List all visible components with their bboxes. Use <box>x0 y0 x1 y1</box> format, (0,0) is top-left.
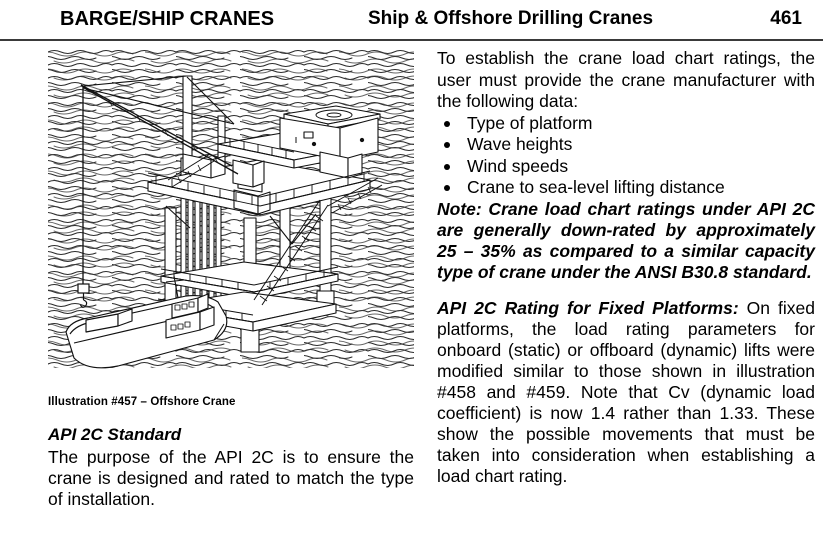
bullet-icon <box>444 163 450 170</box>
header-divider <box>0 39 823 41</box>
fixed-platforms-paragraph: API 2C Rating for Fixed Platforms: On fi… <box>437 298 815 487</box>
section-heading-api2c: API 2C Standard <box>48 425 182 444</box>
list-item-label: Type of platform <box>467 112 593 133</box>
list-item-label: Crane to sea-level lifting distance <box>467 177 725 197</box>
intro-paragraph: To establish the crane load chart rating… <box>437 48 815 111</box>
list-item: Wave heights <box>437 134 815 156</box>
left-body-paragraph: The purpose of the API 2C is to ensure t… <box>48 447 414 509</box>
bullet-icon <box>444 185 450 191</box>
bullet-icon <box>444 120 450 127</box>
paragraph-spacer <box>437 283 815 298</box>
header-left-title: BARGE/SHIP CRANES <box>60 8 275 30</box>
fixed-platforms-text: On fixed platforms, the load rating para… <box>437 297 815 486</box>
left-column: Illustration #457 – Offshore Crane API 2… <box>48 48 414 510</box>
note-paragraph: Note: Crane load chart ratings under API… <box>437 198 815 282</box>
stairway <box>165 153 383 306</box>
bullet-icon <box>444 142 450 148</box>
offshore-platform-crane-line-drawing <box>48 50 414 369</box>
deck-equipment <box>182 151 363 215</box>
illustration-caption: Illustration #457 – Offshore Crane <box>48 396 236 408</box>
supply-boat <box>65 275 228 369</box>
accommodation-module <box>279 117 379 161</box>
pedestal-crane <box>77 75 239 308</box>
crane-house <box>232 159 265 188</box>
running-header: BARGE/SHIP CRANES Ship & Offshore Drilli… <box>0 8 823 34</box>
fixed-platforms-lead: API 2C Rating for Fixed Platforms: <box>437 297 739 318</box>
list-item: Crane to sea-level lifting distance <box>437 177 815 199</box>
illustration-offshore-crane <box>48 48 414 386</box>
requirements-list: Type of platform Wave heights Wind speed… <box>437 113 815 199</box>
page-number: 461 <box>770 8 802 29</box>
right-column: To establish the crane load chart rating… <box>437 48 815 487</box>
list-item: Wind speeds <box>437 156 815 178</box>
list-item-label: Wind speeds <box>467 155 569 176</box>
list-item-label: Wave heights <box>467 134 573 154</box>
list-item: Type of platform <box>437 113 815 135</box>
header-center-title: Ship & Offshore Drilling Cranes <box>368 8 654 29</box>
